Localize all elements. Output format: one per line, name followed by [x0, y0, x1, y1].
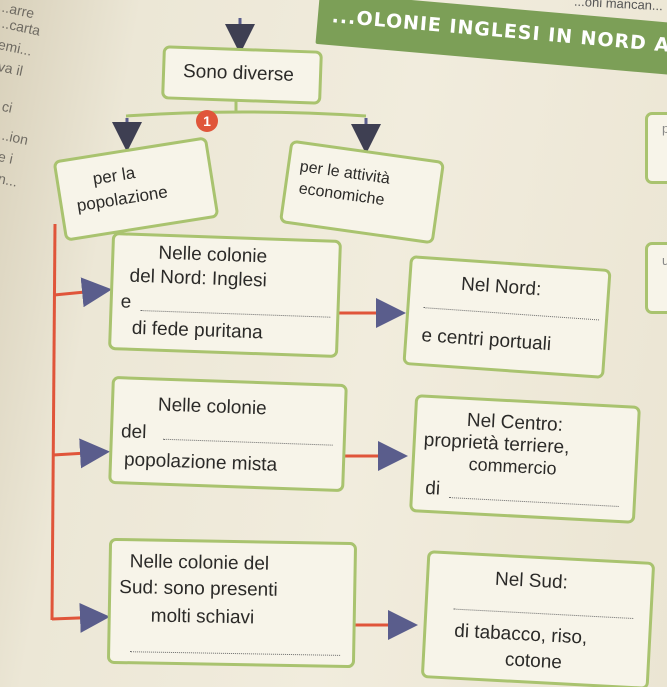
north-eco-line2: e centri portuali [420, 325, 552, 356]
center-eco-line4: di [424, 477, 441, 500]
south-pop-line1: Nelle colonie del [129, 551, 270, 575]
root-label: Sono diverse [182, 60, 295, 86]
center-economy-box: Nel Centro: proprietà terriere, commerci… [409, 394, 641, 524]
center-pop-line3: popolazione mista [123, 449, 278, 476]
north-pop-line1: Nelle colonie [158, 242, 268, 268]
fill-in-blank[interactable] [423, 307, 600, 321]
south-pop-line2: Sud: sono presenti [119, 577, 278, 601]
north-pop-line4: di fede puritana [131, 317, 264, 344]
branch-left-line1: per la [91, 163, 137, 189]
fill-in-blank[interactable] [130, 651, 341, 656]
center-pop-line2: del [120, 421, 147, 444]
branch-left-line2: popolazione [75, 182, 169, 216]
edge-fragment: u [662, 253, 667, 268]
fill-in-blank[interactable] [140, 310, 331, 318]
south-economy-box: Nel Sud: di tabacco, riso, cotone [420, 550, 656, 687]
center-population-box: Nelle colonie del popolazione mista [108, 375, 348, 493]
center-eco-line3: commercio [468, 454, 558, 479]
north-pop-line3: e [120, 291, 132, 313]
edge-box: u [645, 242, 667, 314]
root-box: Sono diverse [161, 45, 323, 105]
north-economy-box: Nel Nord: e centri portuali [402, 255, 612, 379]
north-pop-line2: del Nord: Inglesi [129, 265, 268, 292]
south-eco-line2: di tabacco, riso, [453, 620, 588, 649]
fill-in-blank[interactable] [448, 497, 619, 507]
south-eco-line3: cotone [504, 649, 563, 674]
center-pop-line1: Nelle colonie [157, 394, 268, 420]
south-population-box: Nelle colonie del Sud: sono presenti mol… [106, 537, 358, 669]
edge-box: p [645, 112, 667, 184]
edge-fragment: p [662, 121, 667, 136]
fill-in-blank[interactable] [162, 438, 333, 446]
north-eco-line1: Nel Nord: [460, 273, 542, 301]
north-population-box: Nelle colonie del Nord: Inglesi e di fed… [108, 232, 342, 358]
fill-in-blank[interactable] [453, 608, 634, 619]
step-badge: 1 [196, 110, 218, 132]
south-pop-line3: molti schiavi [150, 605, 255, 629]
south-eco-line1: Nel Sud: [494, 568, 569, 594]
